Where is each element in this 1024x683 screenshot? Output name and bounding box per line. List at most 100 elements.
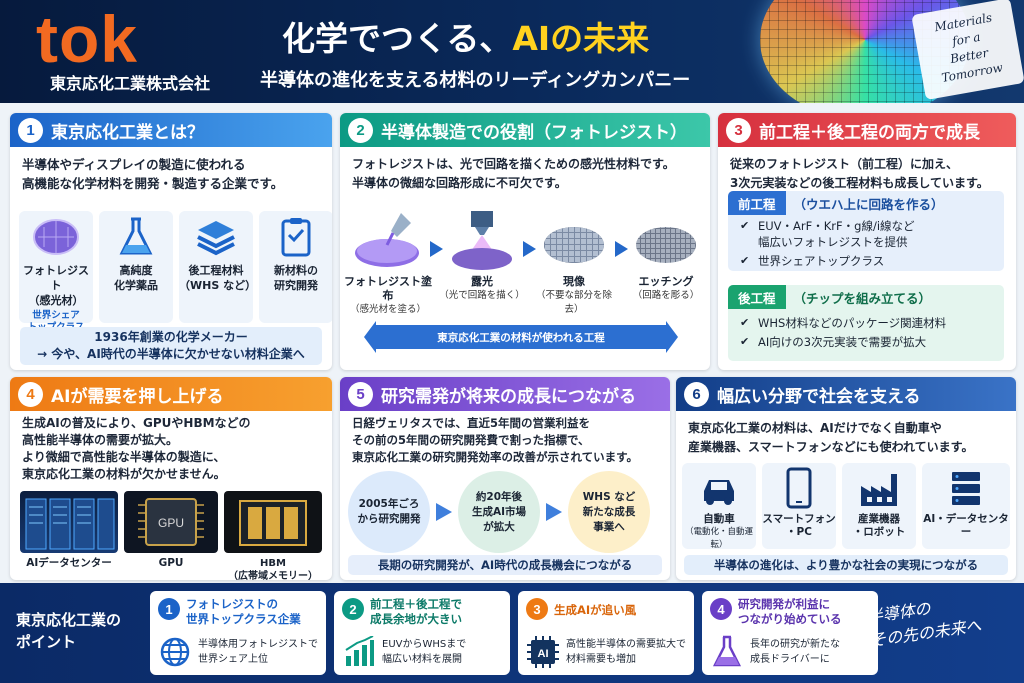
panel-title: AIが需要を押し上げる — [51, 386, 224, 407]
front-end-item: 世界シェアトップクラス — [728, 253, 1004, 269]
footer-title: 東京応化工業の ポイント — [16, 611, 122, 651]
arrow-right-icon — [615, 241, 628, 257]
step-caption: （不要な部分を除去） — [535, 290, 612, 315]
front-end-box: 前工程（ウエハ上に回路を作る） EUV・ArF・KrF・g線/i線など 幅広いフ… — [728, 191, 1004, 271]
car-icon — [682, 463, 756, 513]
hbm-image — [224, 491, 322, 553]
tile-label: 自動車 — [703, 513, 735, 525]
company-name: 東京応化工業株式会社 — [49, 74, 210, 93]
point-title: 前工程＋後工程で 成長余地が大きい — [370, 597, 462, 626]
title-pre: 化学でつくる、 — [282, 19, 513, 58]
page-subtitle: 半導体の進化を支える材料のリーディングカンパニー — [260, 70, 691, 91]
title-highlight: AIの未来 — [512, 19, 650, 58]
arrow-right-icon — [430, 241, 443, 257]
tile-datacenter: AI・データセンター — [922, 463, 1010, 549]
panel-header: 1 東京応化工業とは？ — [10, 113, 332, 147]
timeline-circle: WHS など 新たな成長 事業へ — [568, 471, 650, 553]
front-end-header: 前工程（ウエハ上に回路を作る） — [728, 191, 1004, 215]
arrow-right-icon — [546, 503, 562, 521]
panel-number: 6 — [684, 381, 709, 407]
point-card: 3 生成AIが追い風 AI 高性能半導体の需要拡大で 材料需要も増加 — [518, 591, 694, 675]
panel-description: 従来のフォトレジスト（前工程）に加え、 3次元実装などの後工程材料も成長していま… — [718, 147, 1016, 193]
point-description: EUVからWHSまで 幅広い材料を展開 — [382, 639, 467, 665]
point-number: 2 — [342, 598, 364, 620]
process-bar: 東京応化工業の材料が使われる工程 — [364, 321, 678, 353]
panel-number: 2 — [348, 117, 373, 143]
image-label: AIデータセンター — [26, 557, 112, 569]
point-description: 高性能半導体の需要拡大で 材料需要も増加 — [566, 639, 686, 665]
clipboard-icon — [259, 211, 332, 263]
panel-description: フォトレジストは、光で回路を描くための感光性材料です。 半導体の微細な回路形成に… — [340, 147, 710, 193]
back-end-tag: 後工程 — [728, 285, 786, 309]
image-label: GPU — [158, 557, 184, 569]
server-icon — [922, 463, 1010, 513]
desc-line: 高性能半導体の需要が拡大。 — [22, 433, 179, 447]
back-end-item: AI向けの3次元実装で需要が拡大 — [728, 334, 1004, 350]
panel-header: 2 半導体製造での役割（フォトレジスト） — [340, 113, 710, 147]
point-number: 1 — [158, 598, 180, 620]
front-end-text: （ウエハ上に回路を作る） — [793, 196, 944, 212]
panel-title: 東京応化工業とは？ — [51, 122, 204, 143]
tile-rnd: 新材料の 研究開発 — [259, 211, 332, 323]
header: tok 東京応化工業株式会社 化学でつくる、AIの未来 半導体の進化を支える材料… — [0, 0, 1024, 103]
desc-line: 東京応化工業の材料が欠かせません。 — [22, 467, 226, 481]
point-number: 4 — [710, 598, 732, 620]
point-card: 4 研究開発が利益に つながり始めている 長年の研究が新たな 成長ドライバーに — [702, 591, 878, 675]
panel-note: 半導体の進化は、より豊かな社会の実現につながる — [684, 555, 1008, 575]
footer: 東京応化工業の ポイント 1 フォトレジストの 世界トップクラス企業 半導体用フ… — [0, 583, 1024, 683]
step-caption: （感光材を塗る） — [349, 304, 426, 315]
bar-chart-icon — [342, 635, 376, 669]
smartphone-icon — [762, 463, 836, 513]
panel-note: 1936年創業の化学メーカー → 今や、AI時代の半導体に欠かせない材料企業へ — [20, 327, 322, 365]
gpu-image: GPU — [124, 491, 218, 553]
step-caption: （光で回路を描く） — [439, 290, 525, 301]
datacenter-image — [20, 491, 118, 553]
step-caption: （回路を彫る） — [632, 290, 700, 301]
tile-label: スマートフォン ・PC — [762, 513, 836, 538]
desc-line: 東京応化工業の材料は、AIだけでなく自動車や — [688, 421, 942, 435]
panel-header: 4 AIが需要を押し上げる — [10, 377, 332, 411]
step-label: フォトレジスト塗布 — [344, 275, 432, 302]
desc-line: 産業機器、スマートフォンなどにも使われています。 — [688, 440, 974, 454]
panel-title: 研究需発が将来の成長につながる — [381, 386, 636, 407]
panel-description: 東京応化工業の材料は、AIだけでなく自動車や 産業機器、スマートフォンなどにも使… — [676, 411, 1016, 457]
wafer-icon — [19, 211, 93, 263]
point-title: フォトレジストの 世界トップクラス企業 — [186, 597, 301, 626]
ai-chip-text: AI — [538, 648, 549, 660]
desc-line: 東京応化工業の研究開発効率の改善が示されています。 — [352, 450, 639, 464]
panel-number: 4 — [18, 381, 43, 407]
tile-label: フォトレジスト （感光材） — [23, 264, 89, 307]
page-title: 化学でつくる、AIの未来 — [282, 12, 649, 60]
point-title: 研究開発が利益に つながり始めている — [738, 597, 842, 626]
tile-label: 産業機器 ・ロボット — [852, 513, 906, 538]
panel-number: 1 — [18, 117, 43, 143]
tile-label: 新材料の 研究開発 — [274, 264, 318, 292]
arrow-right-icon — [523, 241, 536, 257]
step-label: 現像 — [563, 275, 585, 288]
gpu-chip-text: GPU — [158, 516, 184, 530]
handwritten-message: 半導体の その先の未来へ — [865, 598, 983, 651]
panel-description: 生成AIの普及により、GPUやHBMなどの 高性能半導体の需要が拡大。 より微細… — [10, 411, 332, 483]
etching-icon — [636, 227, 696, 263]
tagline-card: Materials for a Better Tomorrow — [911, 0, 1024, 101]
desc-line: 半導体やディスプレイの製造に使われる — [22, 157, 246, 172]
desc-line: 日経ヴェリタスでは、直近5年間の営業利益を — [352, 416, 590, 430]
factory-icon — [842, 463, 916, 513]
back-end-header: 後工程（チップを組み立てる） — [728, 285, 1004, 309]
panel-role: 2 半導体製造での役割（フォトレジスト） フォトレジストは、光で回路を描くための感… — [340, 113, 710, 370]
tile-backend-materials: 後工程材料 （WHS など） — [179, 211, 256, 323]
point-description: 半導体用フォトレジストで 世界シェア上位 — [198, 639, 318, 665]
note-line: → 今や、AI時代の半導体に欠かせない材料企業へ — [37, 347, 305, 361]
layers-icon — [179, 211, 253, 263]
note-line: 1936年創業の化学メーカー — [94, 330, 248, 344]
development-icon — [544, 227, 604, 263]
step-label: エッチング — [638, 275, 694, 288]
point-title: 生成AIが追い風 — [554, 603, 637, 617]
panel-title: 半導体製造での役割（フォトレジスト） — [381, 122, 687, 143]
front-end-item: EUV・ArF・KrF・g線/i線など 幅広いフォトレジストを提供 — [728, 218, 1004, 250]
